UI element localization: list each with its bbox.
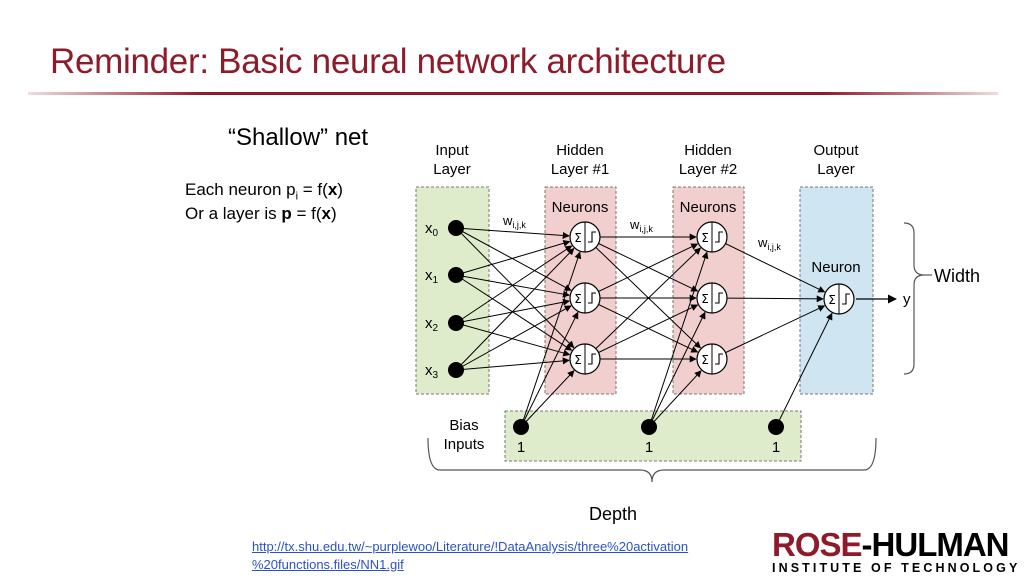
- sum-symbol: Σ: [574, 292, 582, 306]
- sum-symbol: Σ: [574, 231, 582, 245]
- bias-node-3: [768, 419, 784, 435]
- edge-input-h1: [455, 274, 573, 351]
- bias-value-1: 1: [517, 439, 525, 456]
- activation-step-icon: [715, 231, 723, 243]
- weight-label-input-h1: wi,j,k: [502, 213, 526, 230]
- hidden-1-neuron: Σ: [569, 221, 601, 253]
- sum-symbol: Σ: [701, 353, 709, 367]
- neuron-units: Σ Σ Σ Σ Σ Σ Σ: [569, 221, 855, 375]
- edge-input-h1: [455, 305, 572, 371]
- input-layer-header-line2: Layer: [433, 161, 471, 178]
- edge-h2-output: [711, 236, 826, 293]
- edge-bias-h1: [520, 311, 579, 428]
- input-node-x0: [448, 220, 464, 236]
- activation-step-icon: [715, 353, 723, 365]
- input-node-x1: [448, 267, 464, 283]
- bias-nodes: [513, 419, 784, 435]
- input-node-x3: [448, 362, 464, 378]
- weight-label-h1-h2: wi,j,k: [629, 217, 653, 234]
- slide-subtitle: “Shallow” net: [228, 124, 369, 151]
- output-label-y: y: [903, 291, 911, 308]
- sum-symbol: Σ: [828, 293, 836, 307]
- source-link-line2[interactable]: %20functions.files/NN1.gif: [252, 557, 404, 572]
- output-neuron: Σ: [823, 283, 855, 315]
- edge-input-h1: [455, 239, 571, 276]
- edge-h2-output: [711, 295, 824, 303]
- hidden-layer-1-neurons-label: Neurons: [552, 199, 609, 216]
- width-label: Width: [934, 266, 980, 286]
- edge-bias-h1: [520, 370, 575, 428]
- activation-step-icon: [715, 292, 723, 304]
- input-layer-header-line1: Input: [435, 142, 469, 159]
- edge-h1-h2: [584, 297, 699, 353]
- edge-bias-h1: [520, 251, 582, 428]
- bias-node-2: [641, 419, 657, 435]
- edge-bias-h2: [648, 370, 702, 428]
- logo-dash: -: [861, 526, 873, 563]
- activation-step-icon: [588, 292, 596, 304]
- edge-h2-output: [711, 305, 826, 360]
- input-label-x0: x0: [425, 220, 439, 239]
- input-nodes: [448, 220, 464, 378]
- hidden-layer-2-header-line2: Layer #2: [679, 161, 737, 178]
- output-neuron-label: Neuron: [811, 259, 860, 276]
- activation-step-icon: [588, 353, 596, 365]
- source-link-line1[interactable]: http://tx.shu.edu.tw/~purplewoo/Literatu…: [252, 539, 689, 554]
- input-label-x3: x3: [425, 362, 439, 381]
- source-link[interactable]: http://tx.shu.edu.tw/~purplewoo/Literatu…: [252, 538, 688, 574]
- bias-value-3: 1: [772, 439, 780, 456]
- hidden-layer-1-header-line2: Layer #1: [551, 161, 609, 178]
- edge-h1-h2: [584, 236, 699, 292]
- weight-label-h2-output: wi,j,k: [757, 235, 781, 252]
- edge-bias-h2: [648, 311, 706, 428]
- edge-input-h1: [455, 247, 575, 371]
- hidden-2-neuron: Σ: [696, 282, 728, 314]
- bias-inputs-label-line1: Bias: [449, 417, 478, 434]
- title-divider: [28, 92, 998, 95]
- bias-inputs-label-line2: Inputs: [444, 436, 485, 453]
- edge-input-h1: [455, 245, 573, 324]
- input-label-x1: x1: [425, 267, 439, 286]
- edge-bias-output: [775, 312, 833, 428]
- formula-layer: Or a layer is p = f(x): [185, 204, 337, 223]
- output-layer-header-line1: Output: [813, 142, 859, 159]
- hidden-1-neuron: Σ: [569, 343, 601, 375]
- logo-subtitle: INSTITUTE OF TECHNOLOGY: [772, 561, 1021, 575]
- output-layer-header-line2: Layer: [817, 161, 855, 178]
- edge-h1-h2: [584, 247, 701, 360]
- edge-h1-h2: [584, 304, 699, 360]
- edge-h1-h2: [584, 243, 699, 299]
- input-node-x2: [448, 315, 464, 331]
- bias-node-1: [513, 419, 529, 435]
- depth-label: Depth: [589, 504, 637, 524]
- edge-input-h1: [455, 357, 570, 371]
- connection-edges: [455, 227, 833, 428]
- formula-neuron: Each neuron pi = f(x): [185, 180, 343, 203]
- activation-step-icon: [588, 231, 596, 243]
- hidden-2-neuron: Σ: [696, 343, 728, 375]
- bias-value-2: 1: [645, 439, 653, 456]
- hidden-layer-2-neurons-label: Neurons: [680, 199, 737, 216]
- sum-symbol: Σ: [574, 353, 582, 367]
- rose-hulman-logo: ROSE-HULMAN INSTITUTE OF TECHNOLOGY: [772, 528, 1022, 576]
- sum-symbol: Σ: [701, 292, 709, 306]
- logo-hulman: HULMAN: [871, 526, 1010, 563]
- slide-title: Reminder: Basic neural network architect…: [50, 42, 726, 81]
- hidden-2-neuron: Σ: [696, 221, 728, 253]
- hidden-layer-2-header-line1: Hidden: [684, 142, 732, 159]
- hidden-1-neuron: Σ: [569, 282, 601, 314]
- edge-input-h1: [455, 227, 570, 239]
- edge-input-h1: [455, 227, 572, 291]
- depth-brace: [427, 437, 877, 483]
- logo-rose: ROSE: [772, 526, 863, 563]
- activation-step-icon: [842, 293, 850, 305]
- sum-symbol: Σ: [701, 231, 709, 245]
- edge-bias-h2: [648, 251, 709, 428]
- hidden-layer-1-header-line1: Hidden: [556, 142, 604, 159]
- input-label-x2: x2: [425, 315, 439, 334]
